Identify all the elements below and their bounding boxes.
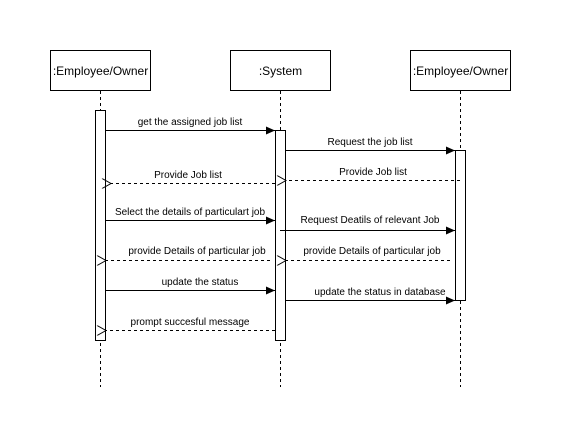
message-label-provide-job-list-to-system: Provide Job list <box>339 167 407 178</box>
actor-system-box <box>230 50 331 91</box>
message-label-request-relevant-job-details: Request Deatils of relevant Job <box>301 215 440 226</box>
message-label-prompt-successful: prompt succesful message <box>131 317 250 328</box>
actor-employee-owner-left-box <box>50 50 151 91</box>
actor-system-label: :System <box>259 64 302 78</box>
message-label-provide-job-details-to-employee: provide Details of particular job <box>128 246 266 257</box>
activation-system <box>275 130 286 341</box>
message-label-provide-job-details-to-system: provide Details of particular job <box>303 246 441 257</box>
activation-employee-owner-right <box>455 150 466 301</box>
actor-employee-owner-right-box <box>410 50 511 91</box>
message-label-provide-job-list-to-employee: Provide Job list <box>154 170 222 181</box>
message-label-select-job-details: Select the details of particulart job <box>115 207 266 218</box>
actor-employee-owner-right-label: :Employee/Owner <box>413 64 508 78</box>
message-label-get-assigned-job-list: get the assigned job list <box>138 117 243 128</box>
message-label-update-status-database: update the status in database <box>314 287 446 298</box>
message-label-update-status: update the status <box>162 277 239 288</box>
activation-employee-owner-left <box>95 110 106 341</box>
actor-employee-owner-left-label: :Employee/Owner <box>53 64 148 78</box>
message-label-request-job-list: Request the job list <box>327 137 412 148</box>
